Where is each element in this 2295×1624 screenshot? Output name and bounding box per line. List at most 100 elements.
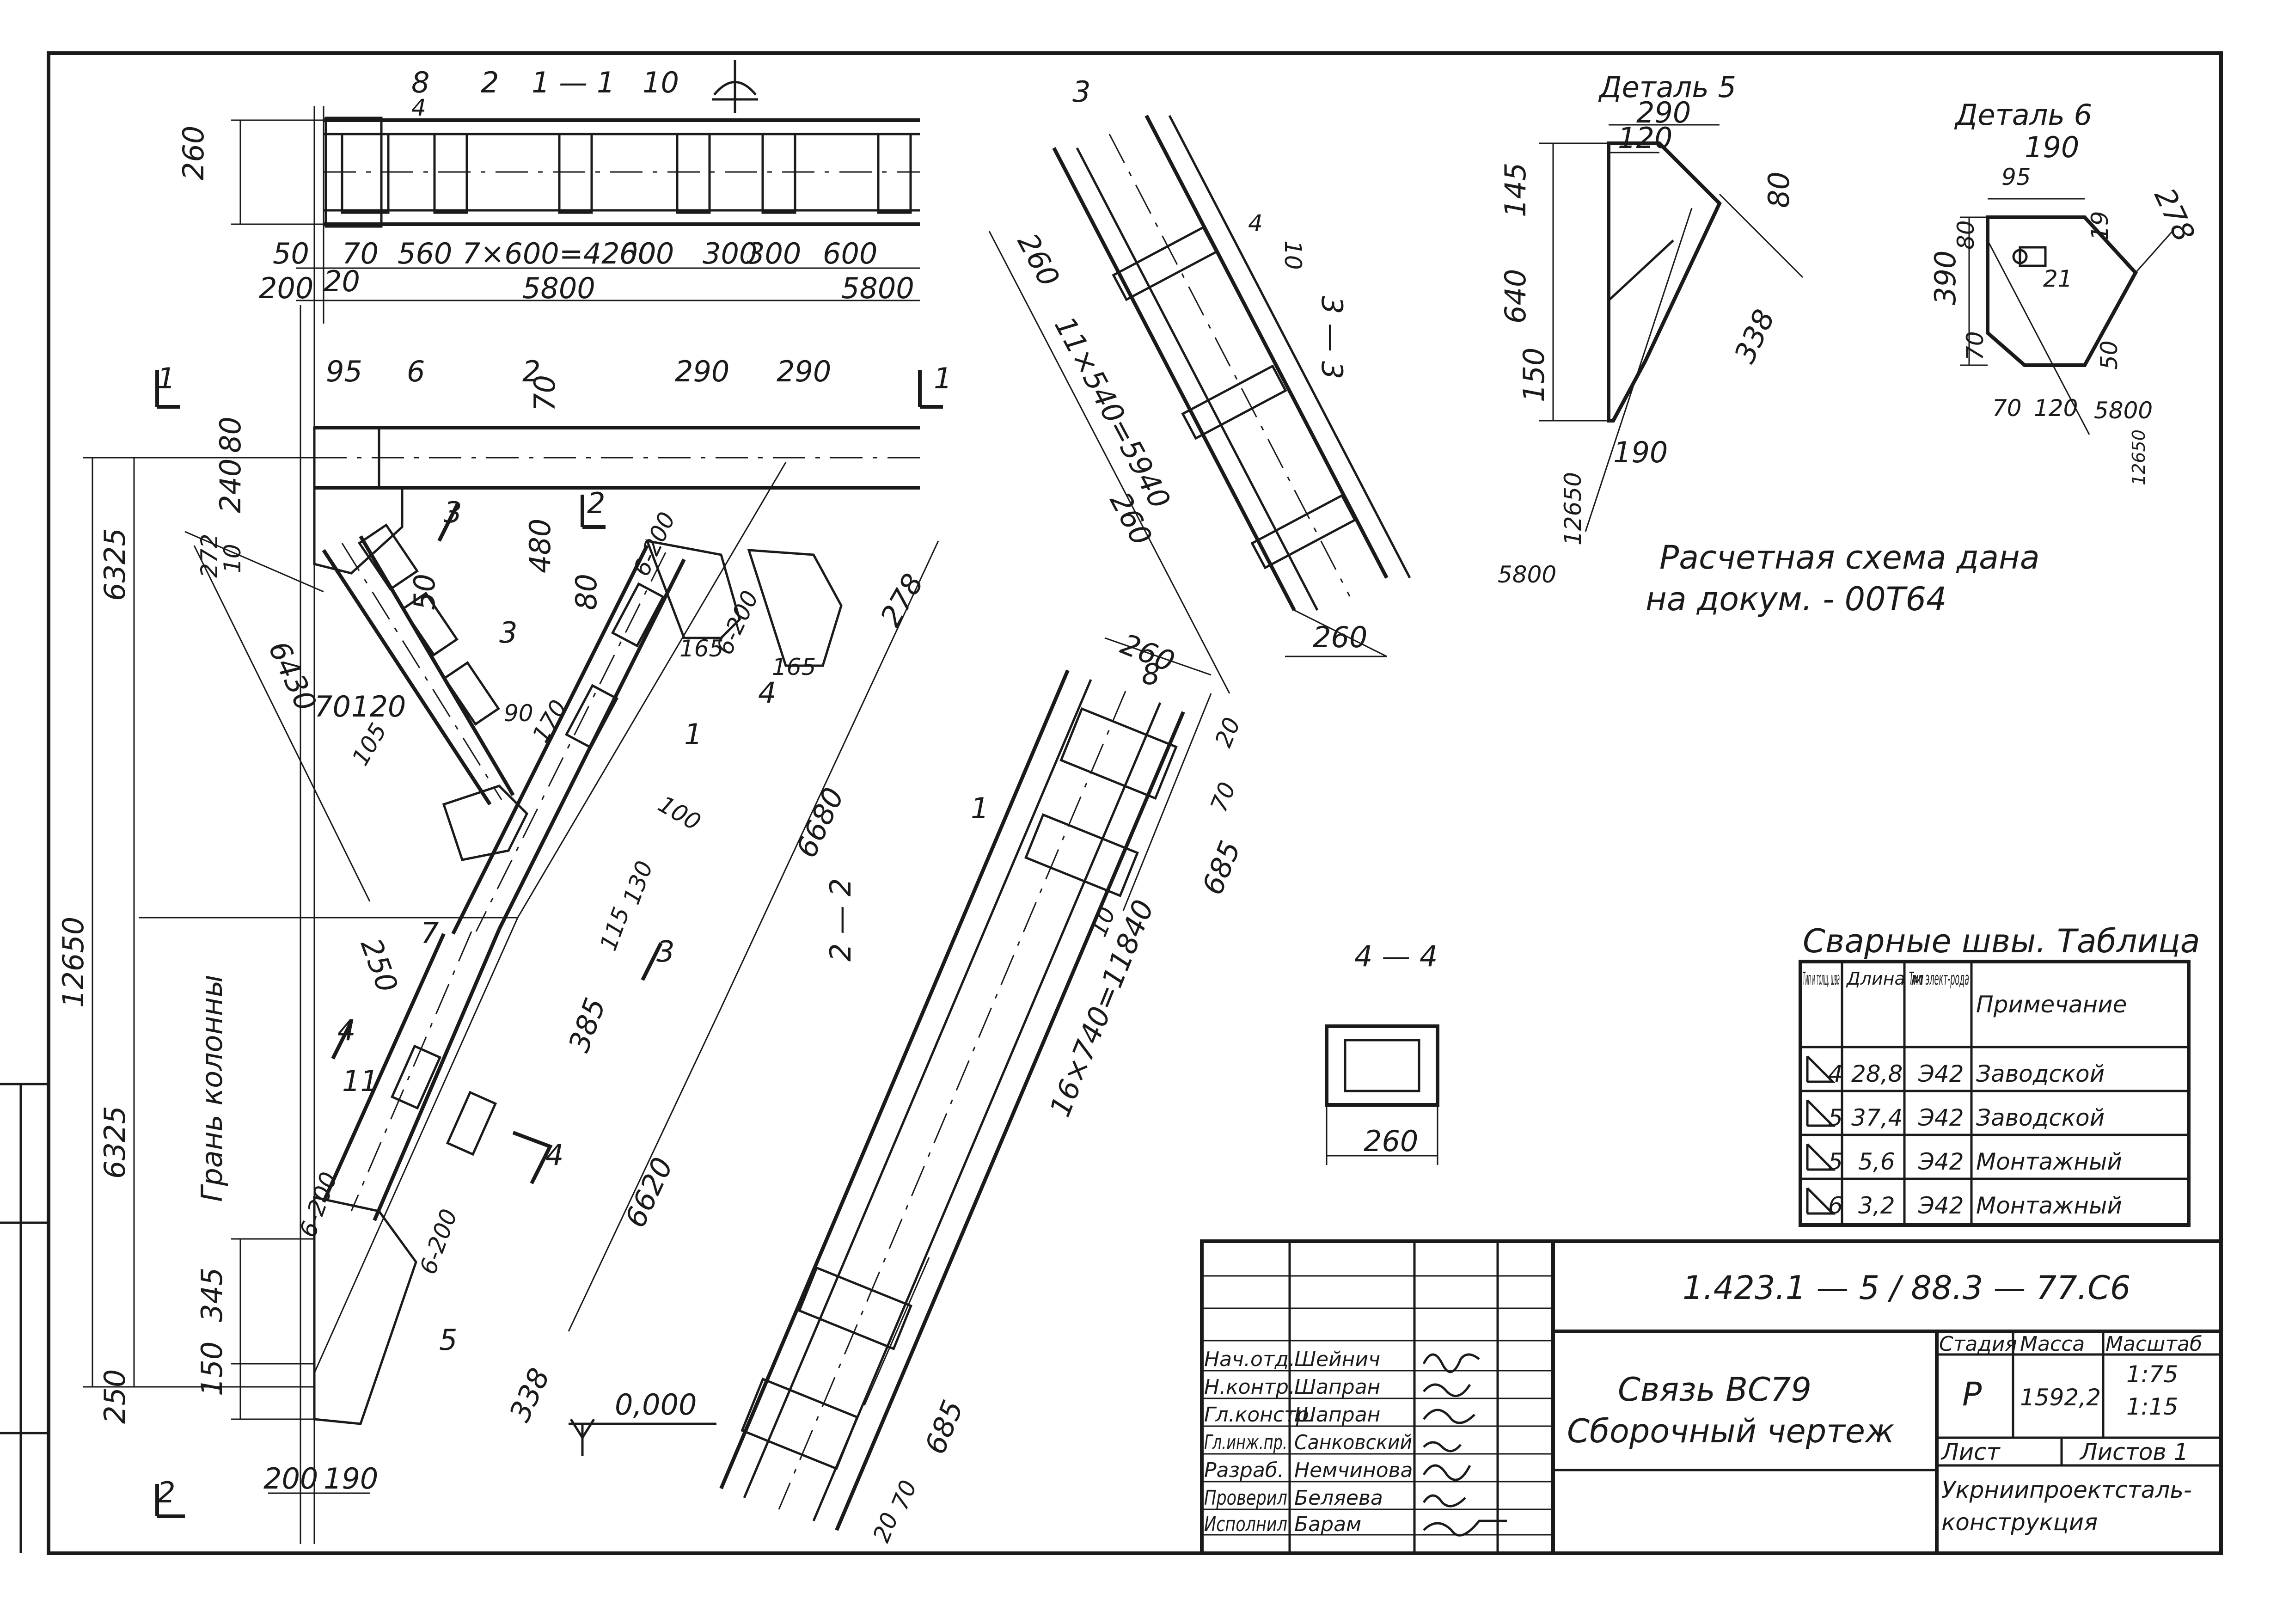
dim-120: 120 <box>351 690 406 723</box>
dim-d6-12650: 12650 <box>2129 429 2149 485</box>
dim-70-lower: 70 <box>314 690 351 723</box>
staff-role-2: Гл.констр. <box>1204 1403 1316 1427</box>
signature-7 <box>1423 1520 1507 1537</box>
detail-5-view <box>1539 124 1804 532</box>
doc-code: 1.423.1 — 5 / 88.3 — 77.С6 <box>1683 1269 2130 1307</box>
weld-table-header-0: Тип и толщ. шва <box>1803 968 1840 989</box>
dim-plan-260: 260 <box>177 126 210 180</box>
dim-95: 95 <box>326 355 362 388</box>
cut-mark-4a: 4 <box>337 1013 355 1047</box>
dim-130: 130 <box>618 858 658 908</box>
detail-6-view <box>1960 198 2173 435</box>
mass-value: 1592,2 <box>2020 1384 2101 1411</box>
dim-d6-70: 70 <box>1962 331 1989 361</box>
dim-plan-300a: 300 <box>703 237 757 270</box>
dim-6325b: 6325 <box>98 1106 132 1179</box>
dim-d5-80: 80 <box>1762 172 1796 208</box>
signature-2 <box>1423 1383 1471 1397</box>
dim-22-70b: 70 <box>886 1477 922 1514</box>
dim-6680: 6680 <box>789 782 851 863</box>
staff-name-5: Беляева <box>1294 1486 1383 1510</box>
weld-table-header-2: Тип элект-рода <box>1909 968 1969 989</box>
sheet-label: Лист <box>1940 1439 2001 1465</box>
weld-table <box>1799 960 2191 1227</box>
part-mark-3: 3 <box>499 616 517 650</box>
weld-table-header-1: Длина м <box>1846 968 1924 989</box>
dim-33-11x540: 11×540=5940 <box>1048 311 1177 514</box>
staff-role-6: Исполнил <box>1204 1513 1287 1536</box>
staff-role-0: Нач.отд. <box>1204 1348 1295 1371</box>
cut-mark-4b: 4 <box>545 1138 563 1172</box>
dim-12650: 12650 <box>56 917 90 1008</box>
dim-plan-4: 4 <box>411 94 426 121</box>
dim-d5-150: 150 <box>1517 348 1551 402</box>
dim-22-20b: 20 <box>868 1509 904 1546</box>
weld-row-1-electrode: Э42 <box>1918 1104 1964 1131</box>
weld-row-0-note: Заводской <box>1976 1060 2105 1087</box>
dim-plan-600a: 600 <box>619 237 674 270</box>
sheets-label: Листов 1 <box>2079 1439 2188 1465</box>
cut-mark-1a: 1 <box>157 362 175 395</box>
weld-row-3-note: Монтажный <box>1976 1192 2122 1219</box>
weld-row-1-type: 5 <box>1828 1104 1843 1131</box>
part-mark-1: 1 <box>684 717 702 751</box>
column-face-label: Грань колонны <box>195 974 229 1202</box>
dim-plan-300b: 300 <box>747 237 801 270</box>
dim-200: 200 <box>263 1462 318 1495</box>
dim-plan-70: 70 <box>342 237 379 270</box>
weld-6-200-d: 6-200 <box>415 1206 463 1278</box>
dim-d5-338: 338 <box>1727 304 1781 368</box>
weld-table-title: Сварные швы. <box>1803 922 2046 960</box>
main-elevation <box>83 305 943 1544</box>
section-3-3-view <box>988 115 1411 694</box>
dim-480: 480 <box>523 519 557 573</box>
cut-mark-2a: 2 <box>157 1476 175 1509</box>
section-2-2-view <box>719 637 1212 1531</box>
stage-label: Стадия <box>1939 1332 2017 1356</box>
dim-plan-200: 200 <box>259 271 313 305</box>
dim-6620: 6620 <box>618 1152 679 1232</box>
dim-33-10: 10 <box>1279 240 1306 270</box>
weld-row-2-note: Монтажный <box>1976 1148 2122 1175</box>
dim-d6-50: 50 <box>2096 340 2123 370</box>
weld-row-3-length: 3,2 <box>1858 1192 1895 1219</box>
weld-6-200-c: 6-200 <box>294 1169 343 1241</box>
cut-mark-3a: 3 <box>444 496 462 529</box>
section-title-4-4: 4 — 4 <box>1354 939 1438 973</box>
part-mark-8: 8 <box>411 66 429 99</box>
section-title-1-1: 1 — 1 <box>532 66 615 99</box>
dim-290a: 290 <box>675 355 729 388</box>
dim-d6-278: 278 <box>2148 183 2201 246</box>
staff-role-5: Проверил <box>1204 1486 1287 1510</box>
dim-plan-560: 560 <box>398 237 452 270</box>
object-name: Связь ВС79 <box>1618 1371 1812 1409</box>
dim-d6-120: 120 <box>2034 395 2078 422</box>
organization-line-2: конструкция <box>1941 1509 2098 1536</box>
dim-290b: 290 <box>777 355 831 388</box>
scale-value-1: 1:75 <box>2126 1361 2178 1388</box>
weld-table-header-3: Примечание <box>1976 991 2127 1018</box>
part-mark-7: 7 <box>421 916 439 950</box>
dim-100: 100 <box>654 791 705 836</box>
dim-80-right: 80 <box>569 574 603 610</box>
dim-d6-80: 80 <box>1952 220 1979 250</box>
dim-240: 240 <box>214 459 247 513</box>
part-mark-10: 10 <box>643 66 679 99</box>
staff-name-2: Шапран <box>1294 1403 1380 1427</box>
dim-d6-5800: 5800 <box>2094 397 2153 424</box>
staff-name-0: Шейнич <box>1294 1348 1380 1371</box>
dim-33-4: 4 <box>1248 210 1263 237</box>
part-mark-2b: 2 <box>522 355 540 388</box>
dim-d5-145: 145 <box>1499 163 1532 217</box>
dim-170: 170 <box>527 695 572 747</box>
scale-value-2: 1:15 <box>2126 1393 2178 1420</box>
dim-22-685b: 685 <box>918 1396 970 1459</box>
dim-d5-290: 290 <box>1636 96 1691 129</box>
weld-row-3-type: 6 <box>1828 1192 1843 1219</box>
weld-row-3-electrode: Э42 <box>1918 1192 1964 1219</box>
weld-row-0-type: 4 <box>1828 1060 1843 1087</box>
drawing-type: Сборочный чертеж <box>1567 1412 1894 1450</box>
dim-d5-190: 190 <box>1613 435 1668 469</box>
dim-150: 150 <box>195 1342 229 1396</box>
dim-plan-7x600: 7×600=4200 <box>462 237 656 270</box>
